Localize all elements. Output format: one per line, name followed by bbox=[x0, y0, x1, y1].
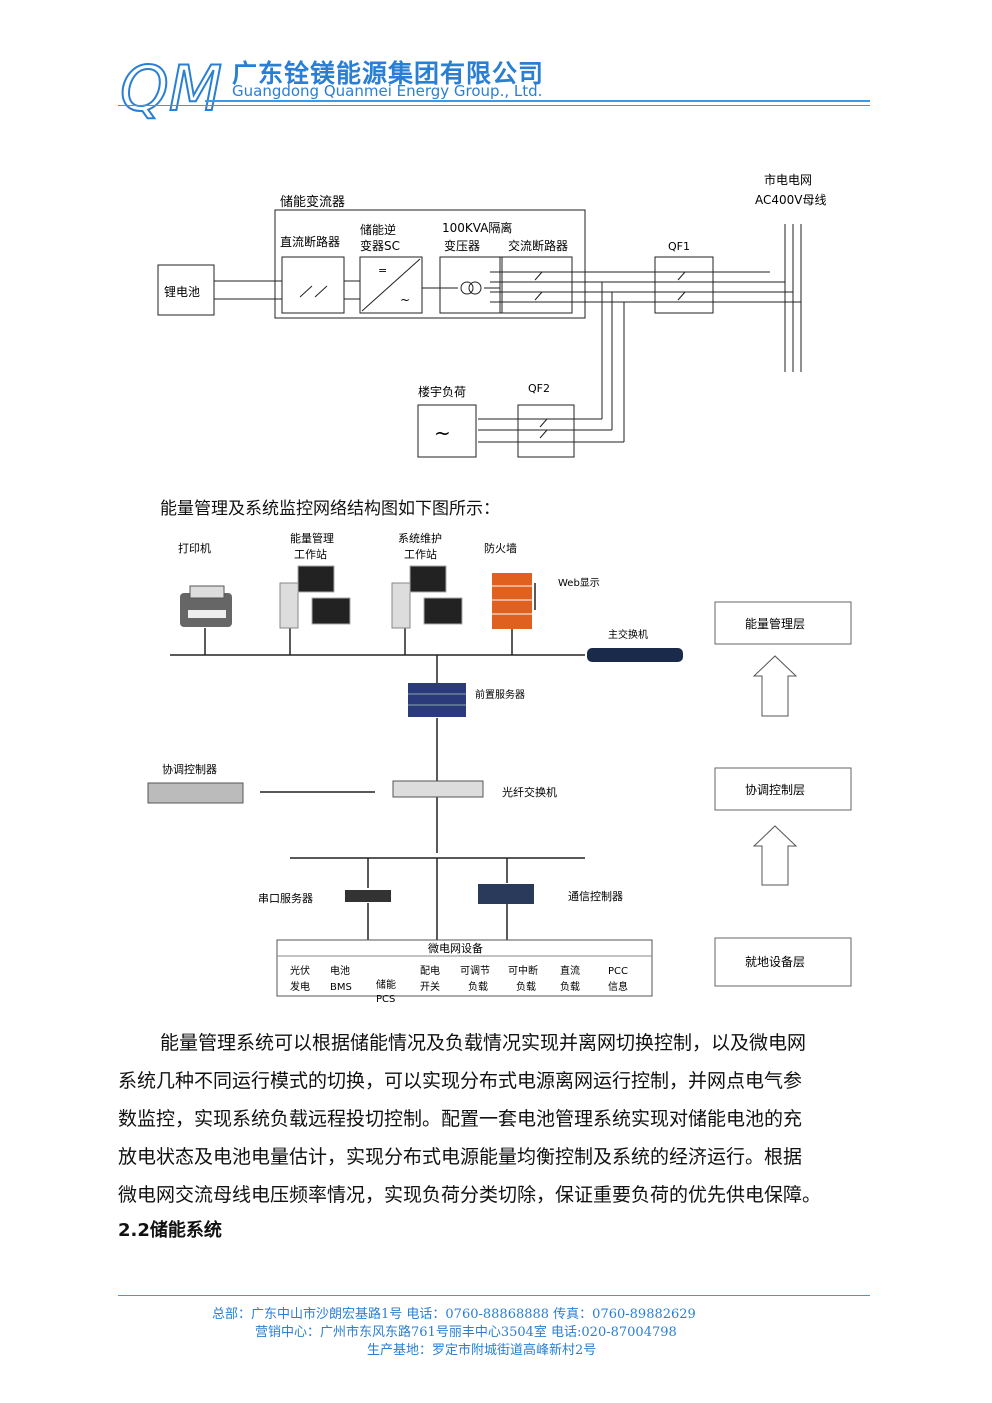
device-label: 负载 bbox=[560, 980, 580, 993]
printer-label: 打印机 bbox=[178, 541, 211, 555]
header-rule bbox=[205, 100, 870, 102]
layer-label: 能量管理层 bbox=[745, 616, 805, 631]
network-diagram: 打印机 能量管理 工作站 系统维护 工作站 防火墙 Web显示 主交换机 前置服… bbox=[147, 531, 852, 1003]
diagram-intro: 能量管理及系统监控网络结构图如下图所示： bbox=[160, 499, 500, 519]
device-label: PCC bbox=[608, 966, 628, 977]
front-server-icon bbox=[408, 683, 466, 717]
inverter-eq-symbol: = bbox=[378, 264, 387, 277]
inverter-label-1: 储能逆 bbox=[360, 222, 396, 237]
comm-ctrl-label: 通信控制器 bbox=[568, 889, 623, 903]
web-label: Web显示 bbox=[558, 577, 600, 589]
device-label: 光伏 bbox=[290, 964, 310, 977]
device-label: 负载 bbox=[468, 980, 488, 993]
microgrid-label: 微电网设备 bbox=[428, 941, 483, 955]
coord-controller-icon bbox=[147, 782, 244, 804]
up-arrow-icon bbox=[752, 825, 798, 886]
maint-label-1: 系统维护 bbox=[398, 531, 442, 545]
header-rule-thin bbox=[118, 105, 870, 106]
layer-box-3 bbox=[714, 937, 852, 987]
layer-label: 就地设备层 bbox=[745, 955, 805, 969]
inverter-label-2: 变器SC bbox=[360, 238, 400, 253]
front-server-label: 前置服务器 bbox=[475, 688, 525, 701]
section-heading: 2.2储能系统 bbox=[118, 1220, 222, 1241]
up-arrow-icon bbox=[752, 655, 798, 717]
firewall-icon bbox=[492, 573, 532, 629]
main-switch-icon bbox=[587, 648, 683, 662]
printer-icon bbox=[180, 585, 232, 627]
device-label: 配电 bbox=[420, 964, 440, 977]
grid-label-1: 市电电网 bbox=[764, 172, 812, 187]
inverter-box bbox=[359, 256, 423, 314]
main-switch-label: 主交换机 bbox=[608, 628, 648, 641]
serial-server-label: 串口服务器 bbox=[258, 892, 313, 905]
device-label: BMS bbox=[330, 982, 352, 993]
load-ac-symbol: ~ bbox=[434, 421, 451, 445]
maint-workstation-icon bbox=[391, 565, 463, 629]
qf1-label: QF1 bbox=[668, 240, 690, 253]
footer-hq: 总部：广东中山市沙朗宏基路1号 电话：0760-88868888 传真：0760… bbox=[212, 1307, 696, 1322]
device-label: 电池 bbox=[330, 964, 350, 977]
body-paragraph-line: 能量管理系统可以根据储能情况及负载情况实现并离网切换控制，以及微电网 bbox=[160, 1032, 807, 1054]
battery-label: 锂电池 bbox=[164, 284, 200, 299]
ems-workstation-icon bbox=[279, 565, 351, 629]
footer-rule bbox=[118, 1295, 870, 1296]
grid-label-2: AC400V母线 bbox=[755, 193, 827, 207]
svg-text:QM: QM bbox=[120, 52, 222, 120]
inverter-ac-symbol: ~ bbox=[400, 293, 410, 307]
pcs-title: 储能变流器 bbox=[280, 194, 345, 210]
device-label: 信息 bbox=[608, 980, 628, 993]
device-label: 可调节 bbox=[460, 965, 490, 977]
fiber-switch-label: 光纤交换机 bbox=[502, 785, 557, 799]
pcs-box bbox=[274, 209, 586, 319]
dc-breaker-label: 直流断路器 bbox=[280, 234, 340, 249]
body-paragraph-line: 系统几种不同运行模式的切换，可以实现分布式电源离网运行控制，并网点电气参 bbox=[118, 1070, 803, 1092]
device-label: 发电 bbox=[290, 980, 310, 993]
company-logo: QM bbox=[119, 52, 223, 120]
device-label: 负载 bbox=[516, 980, 536, 993]
layer-box-1 bbox=[714, 601, 852, 645]
device-label: 储能 bbox=[376, 978, 396, 991]
electrical-diagram: 储能变流器 锂电池 直流断路器 储能逆 变器SC = ~ 100KVA隔离 变压… bbox=[157, 172, 827, 458]
ac-breaker-label: 交流断路器 bbox=[508, 238, 568, 253]
ac-breaker-box bbox=[499, 256, 573, 314]
body-paragraph-line: 数监控，实现系统负载远程投切控制。配置一套电池管理系统实现对储能电池的充 bbox=[118, 1108, 803, 1130]
device-label: 开关 bbox=[420, 980, 440, 993]
footer-factory: 生产基地：罗定市附城街道高峰新村2号 bbox=[367, 1343, 597, 1358]
comm-controller-icon bbox=[478, 884, 534, 904]
device-label: 可中断 bbox=[508, 964, 538, 977]
transformer-box bbox=[439, 256, 503, 314]
firewall-label: 防火墙 bbox=[484, 541, 517, 555]
qf2-box bbox=[517, 404, 575, 458]
company-name-en: Guangdong Quanmei Energy Group., Ltd. bbox=[232, 82, 543, 100]
body-paragraph-line: 放电状态及电池电量估计，实现分布式电源能量均衡控制及系统的经济运行。根据 bbox=[118, 1146, 803, 1168]
load-label: 楼宇负荷 bbox=[418, 384, 466, 399]
maint-label-2: 工作站 bbox=[404, 547, 437, 561]
transformer-label-2: 变压器 bbox=[444, 238, 480, 253]
fiber-switch-icon bbox=[392, 780, 484, 798]
ems-label-2: 工作站 bbox=[294, 547, 327, 561]
transformer-label-1: 100KVA隔离 bbox=[442, 220, 512, 235]
layer-box-2 bbox=[714, 767, 852, 811]
dc-breaker-box bbox=[281, 256, 345, 314]
footer-sales: 营销中心：广州市东风东路761号丽丰中心3504室 电话:020-8700479… bbox=[255, 1325, 677, 1340]
device-label: PCS bbox=[376, 994, 395, 1003]
microgrid-box bbox=[276, 939, 653, 997]
serial-server-icon bbox=[345, 890, 391, 902]
coord-ctrl-label: 协调控制器 bbox=[162, 762, 217, 776]
company-name-cn: 广东铨镁能源集团有限公司 bbox=[232, 59, 545, 88]
qf2-label: QF2 bbox=[528, 382, 550, 395]
ems-label-1: 能量管理 bbox=[290, 531, 334, 545]
layer-label: 协调控制层 bbox=[745, 782, 805, 797]
battery-box bbox=[157, 264, 215, 316]
load-box bbox=[417, 404, 477, 458]
device-label: 直流 bbox=[560, 964, 580, 977]
body-paragraph-line: 微电网交流母线电压频率情况，实现负荷分类切除，保证重要负荷的优先供电保障。 bbox=[118, 1184, 822, 1206]
qf1-box bbox=[654, 256, 714, 314]
